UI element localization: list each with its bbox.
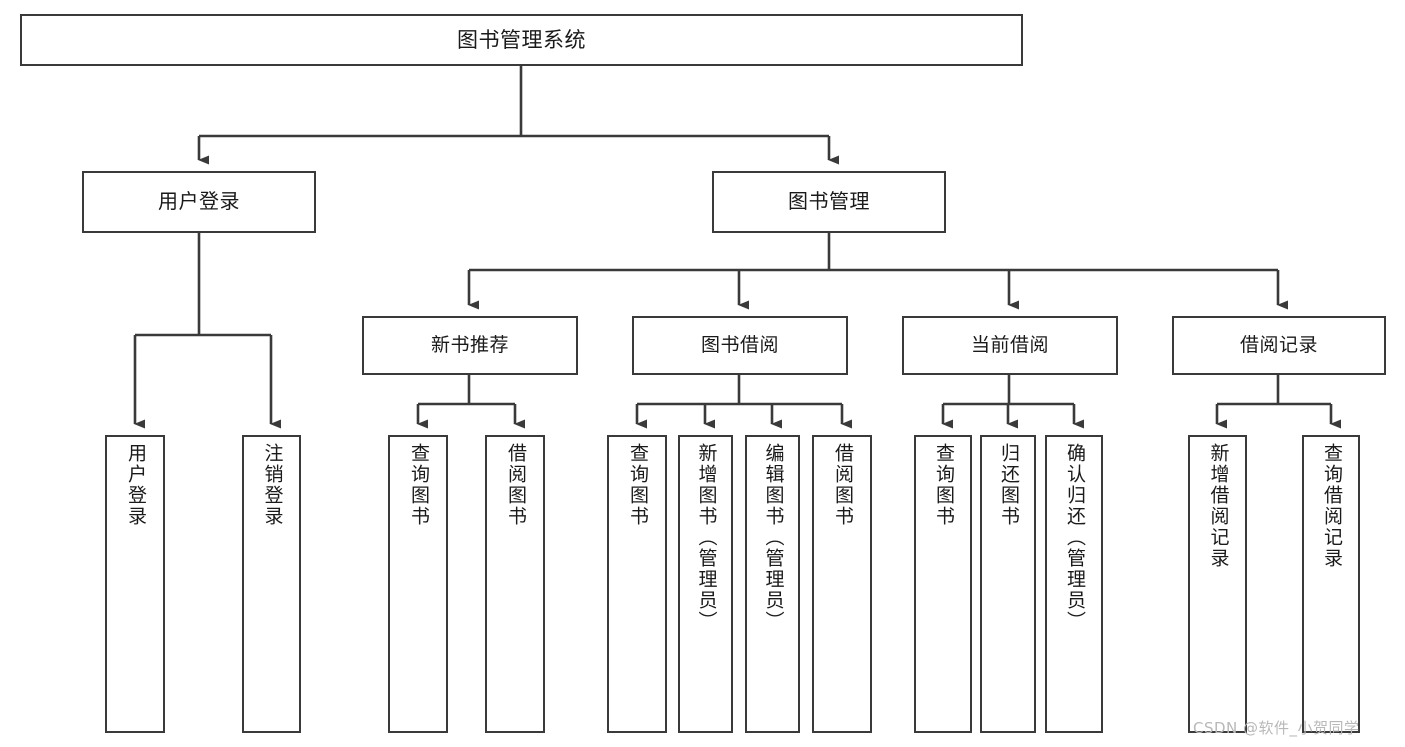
node-leaf-add-record-label: 新增借阅记录 [1207,443,1230,569]
node-leaf-borrow-book-1-label: 借阅图书 [504,443,527,527]
node-leaf-edit-book-label: 编辑图书（管理员） [762,443,785,632]
node-new-book-rec[interactable]: 新书推荐 [362,316,578,375]
node-leaf-query-book-1[interactable]: 查询图书 [388,435,448,733]
node-leaf-query-record[interactable]: 查询借阅记录 [1302,435,1360,733]
node-root-label: 图书管理系统 [457,27,586,52]
node-leaf-borrow-book-1[interactable]: 借阅图书 [485,435,545,733]
node-leaf-query-book-3[interactable]: 查询图书 [914,435,972,733]
node-leaf-confirm-return-label: 确认归还（管理员） [1063,443,1086,632]
node-current-borrow[interactable]: 当前借阅 [902,316,1118,375]
node-book-mgmt[interactable]: 图书管理 [712,171,946,233]
node-leaf-query-book-2[interactable]: 查询图书 [607,435,667,733]
node-leaf-query-book-1-label: 查询图书 [407,443,430,527]
csdn-watermark: CSDN @软件_小贺同学 [1193,719,1360,737]
node-leaf-confirm-return[interactable]: 确认归还（管理员） [1045,435,1103,733]
node-leaf-borrow-book-2[interactable]: 借阅图书 [812,435,872,733]
node-leaf-query-record-label: 查询借阅记录 [1320,443,1343,569]
node-leaf-borrow-book-2-label: 借阅图书 [831,443,854,527]
node-user-login[interactable]: 用户登录 [82,171,316,233]
node-leaf-user-login[interactable]: 用户登录 [105,435,165,733]
node-borrow-record-label: 借阅记录 [1239,334,1318,357]
node-leaf-query-book-3-label: 查询图书 [932,443,955,527]
node-leaf-user-login-label: 用户登录 [124,443,147,527]
node-root[interactable]: 图书管理系统 [20,14,1023,66]
node-leaf-add-book[interactable]: 新增图书（管理员） [678,435,733,733]
node-leaf-add-record[interactable]: 新增借阅记录 [1188,435,1247,733]
node-leaf-add-book-label: 新增图书（管理员） [695,443,718,632]
node-leaf-return-book[interactable]: 归还图书 [980,435,1036,733]
node-book-borrow-label: 图书借阅 [700,334,779,357]
node-new-book-rec-label: 新书推荐 [430,334,509,357]
node-leaf-logout-label: 注销登录 [261,443,284,527]
node-leaf-logout[interactable]: 注销登录 [242,435,301,733]
node-book-mgmt-label: 图书管理 [788,189,870,214]
node-leaf-return-book-label: 归还图书 [997,443,1020,527]
node-borrow-record[interactable]: 借阅记录 [1172,316,1386,375]
node-book-borrow[interactable]: 图书借阅 [632,316,848,375]
node-user-login-label: 用户登录 [158,189,240,214]
node-leaf-query-book-2-label: 查询图书 [626,443,649,527]
node-leaf-edit-book[interactable]: 编辑图书（管理员） [745,435,800,733]
node-current-borrow-label: 当前借阅 [970,334,1049,357]
